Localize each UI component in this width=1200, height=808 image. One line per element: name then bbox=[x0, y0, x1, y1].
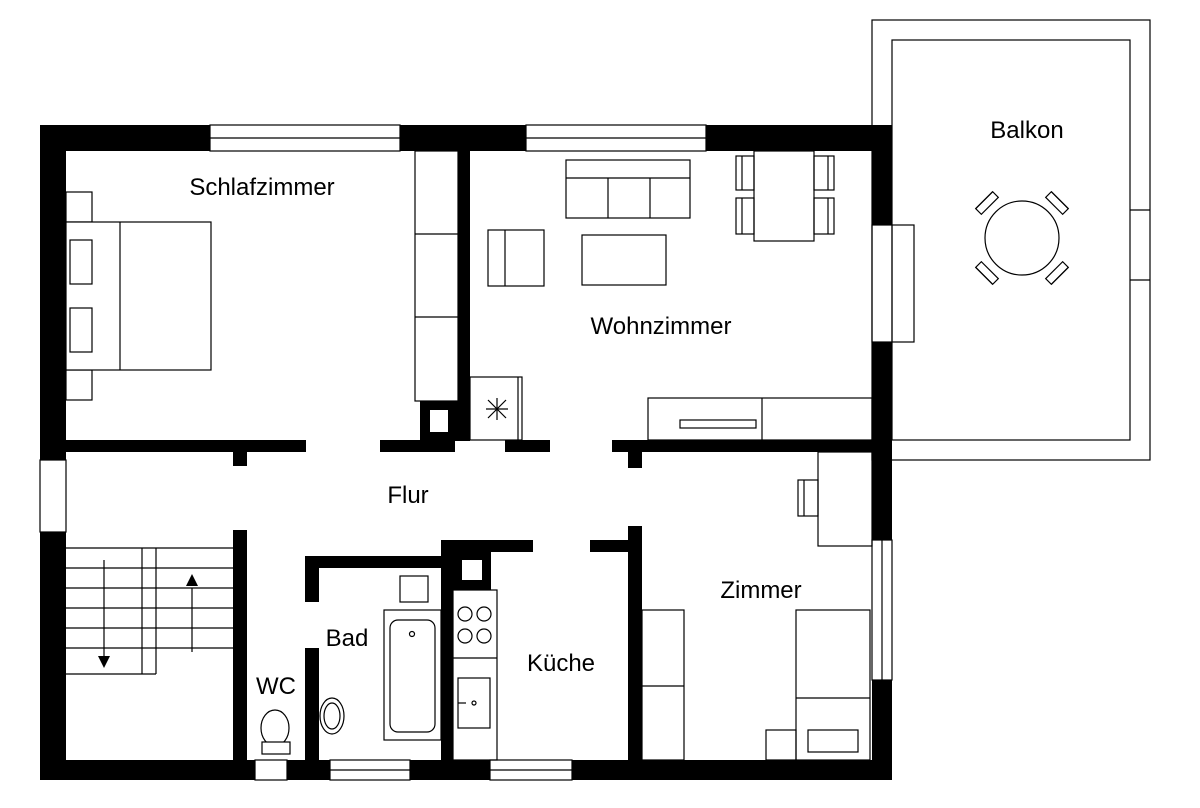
arrow-down-icon bbox=[98, 656, 110, 668]
room-label-wohnzimmer: Wohnzimmer bbox=[591, 313, 732, 340]
dining-table bbox=[735, 150, 835, 242]
desk bbox=[797, 451, 873, 547]
single-bed bbox=[765, 609, 871, 761]
room-label-balkon: Balkon bbox=[990, 117, 1063, 144]
exterior-walls bbox=[40, 125, 892, 780]
arrow-up-icon bbox=[186, 574, 198, 586]
bathroom-cabinet bbox=[399, 575, 429, 603]
toilet bbox=[260, 709, 291, 755]
washbasin bbox=[319, 697, 345, 735]
wardrobe bbox=[414, 150, 459, 402]
room-label-schlafzimmer: Schlafzimmer bbox=[189, 174, 334, 201]
shelf bbox=[641, 609, 685, 761]
round-table bbox=[974, 190, 1070, 286]
room-label-wc: WC bbox=[256, 673, 296, 700]
interior-walls bbox=[66, 151, 892, 760]
sideboard bbox=[647, 397, 873, 441]
room-label-zimmer: Zimmer bbox=[720, 577, 801, 604]
room-label-kueche: Küche bbox=[527, 650, 595, 677]
bathtub bbox=[383, 609, 442, 741]
staircase bbox=[66, 547, 233, 675]
sofa bbox=[565, 159, 691, 219]
armchair bbox=[487, 229, 545, 287]
coffee-table bbox=[581, 234, 667, 286]
room-label-flur: Flur bbox=[387, 482, 428, 509]
bed bbox=[65, 191, 212, 401]
chimney bbox=[469, 376, 523, 441]
kitchen-counter bbox=[452, 589, 498, 761]
windows bbox=[39, 124, 915, 781]
room-label-bad: Bad bbox=[326, 625, 369, 652]
